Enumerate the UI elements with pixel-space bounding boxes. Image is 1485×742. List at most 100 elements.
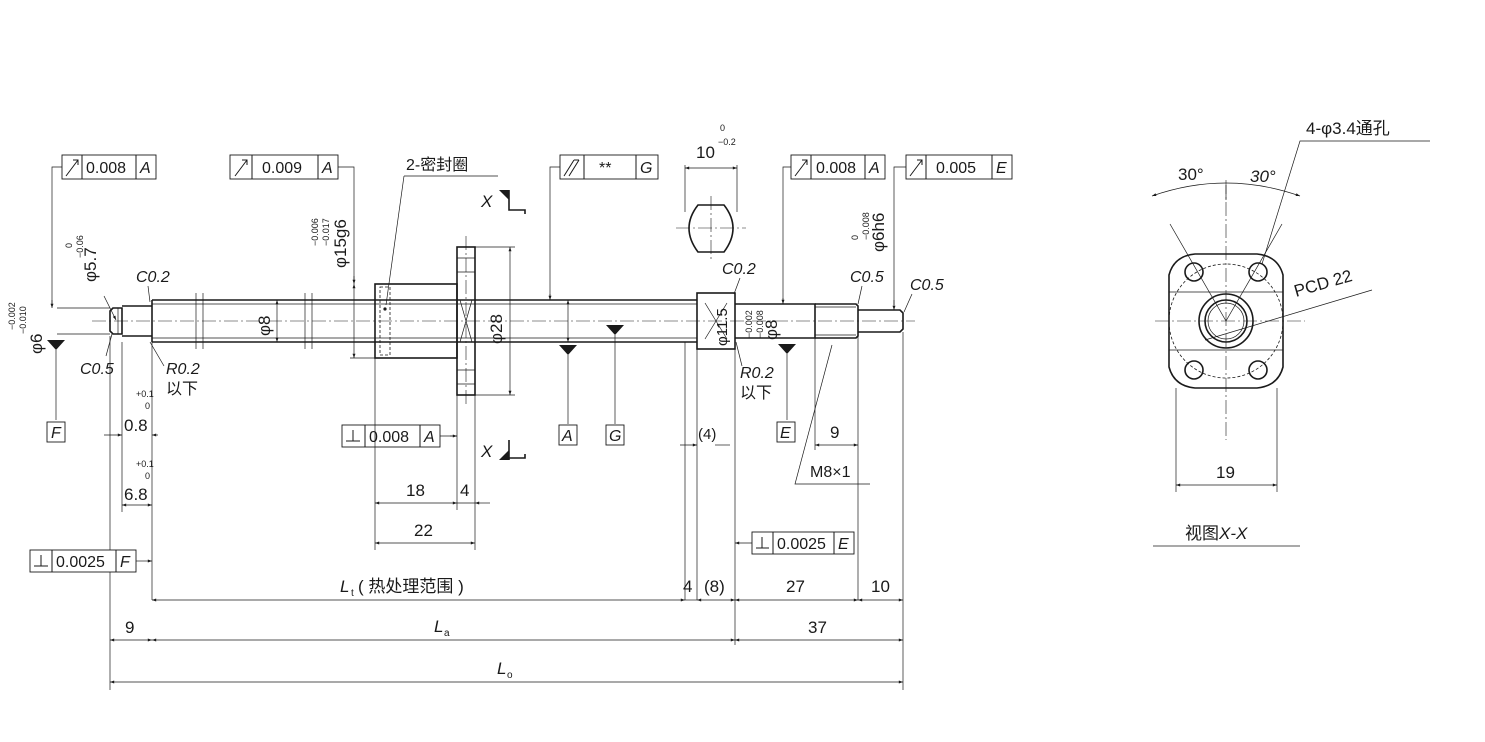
end-journal: [858, 309, 904, 333]
mounting-hole: [1248, 262, 1268, 282]
section-title: 视图X-X: [1185, 524, 1248, 543]
svg-text:φ6h6: φ6h6: [869, 213, 888, 252]
svg-text:−0.002: −0.002: [744, 310, 754, 338]
right-shoulder: [696, 292, 736, 350]
dim-phi57: φ5.7 0 −0.06: [64, 235, 117, 321]
dim-phi6: φ6 −0.002 −0.010 F: [7, 302, 110, 443]
section-view-xx: 30° 30° 4-φ3.4通孔 PCD 22 19 视图X-X: [1151, 119, 1430, 547]
perpendicularity-icon: [756, 537, 769, 549]
svg-text:A: A: [321, 160, 333, 177]
tolerance-frame-parallelism: ** G: [548, 154, 659, 300]
dim-phi6h6: φ6h6 0 −0.008: [850, 212, 888, 252]
mounting-hole: [1184, 262, 1204, 282]
svg-text:E: E: [780, 425, 791, 442]
angle-right: 30°: [1250, 167, 1276, 186]
svg-text:−0.017: −0.017: [321, 218, 331, 246]
seal-callout: 2-密封圈: [385, 156, 498, 306]
right-journal: [735, 303, 816, 339]
tolerance-frame-end-runout: 0.005 E: [892, 154, 1013, 310]
right-chamfer-c05b: C0.5: [910, 277, 944, 294]
svg-text:4: 4: [683, 577, 692, 596]
svg-text:27: 27: [786, 577, 805, 596]
svg-text:37: 37: [808, 618, 827, 637]
width-19: 19: [1216, 463, 1235, 482]
svg-text:0.0025: 0.0025: [777, 536, 826, 553]
svg-text:G: G: [609, 428, 621, 445]
dim-paren-4: (4): [680, 342, 730, 600]
runout-icon: [65, 159, 79, 177]
svg-text:φ8: φ8: [762, 320, 781, 340]
dim-la-row: 9 L a 37: [110, 617, 903, 642]
dim-groove-08: 0.8 +0.1 0: [104, 336, 158, 690]
svg-text:−0.008: −0.008: [861, 212, 871, 240]
svg-text:M8×1: M8×1: [810, 464, 851, 481]
left-fillet-below: 以下: [166, 381, 198, 398]
section-mark-bottom: X: [480, 440, 526, 461]
svg-text:22: 22: [414, 521, 433, 540]
svg-text:E: E: [996, 160, 1007, 177]
runout-icon: [234, 159, 248, 177]
svg-text:( 热处理范围 ): ( 热处理范围 ): [358, 577, 464, 596]
dim-phi28: φ28: [475, 246, 515, 396]
svg-text:E: E: [838, 536, 849, 553]
left-journal: [109, 307, 123, 335]
dim-thread-9: 9: [814, 336, 859, 600]
datum-a: A: [558, 300, 578, 446]
svg-text:0: 0: [64, 243, 74, 248]
tolerance-frame-right-runout: 0.008 A: [781, 154, 886, 304]
svg-text:+0.1: +0.1: [136, 389, 154, 399]
tolerance-frame-left-runout: 0.008 A: [50, 154, 157, 308]
tolerance-frame-perpendicularity-nut: 0.008 A: [341, 424, 457, 448]
svg-text:a: a: [444, 628, 450, 639]
svg-text:t: t: [351, 588, 354, 599]
svg-text:9: 9: [830, 423, 839, 442]
svg-text:0: 0: [850, 235, 860, 240]
pcd-circle: [1168, 263, 1284, 379]
datum-triangle-f: [47, 340, 65, 350]
left-fillet-r: R0.2: [166, 361, 200, 378]
svg-text:18: 18: [406, 481, 425, 500]
svg-text:(4): (4): [698, 426, 716, 443]
right-chamfer-c05a: C0.5: [850, 269, 884, 286]
svg-text:L: L: [340, 577, 349, 596]
svg-text:−0.008: −0.008: [755, 310, 765, 338]
right-fillet-below: 以下: [740, 385, 772, 402]
svg-text:0.009: 0.009: [262, 160, 302, 177]
dim-groove-68: 6.8 +0.1 0: [122, 459, 154, 507]
perpendicularity-icon: [34, 555, 48, 567]
dim-lt-row: L t ( 热处理范围 ) 4 (8) 27 10: [152, 332, 904, 690]
svg-text:**: **: [599, 160, 611, 177]
svg-text:F: F: [51, 425, 62, 442]
flange-outline: [1168, 253, 1284, 389]
svg-text:A: A: [868, 160, 880, 177]
tolerance-frame-perpendicularity-right: 0.0025 E: [735, 531, 855, 555]
width-flat-tol-upper: 0: [720, 123, 725, 133]
svg-text:X: X: [480, 442, 493, 461]
svg-text:+0.1: +0.1: [136, 459, 154, 469]
svg-text:−0.006: −0.006: [310, 218, 320, 246]
svg-text:φ5.7: φ5.7: [81, 247, 100, 282]
width-flat-value: 10: [696, 143, 715, 162]
right-chamfer-c02: C0.2: [722, 261, 756, 278]
datum-triangle-e: [778, 344, 796, 354]
svg-text:(8): (8): [704, 577, 725, 596]
svg-text:0: 0: [145, 401, 150, 411]
datum-g: G: [605, 325, 625, 446]
pcd-label: PCD 22: [1292, 266, 1354, 301]
svg-text:X: X: [480, 192, 493, 211]
thread-m8: [815, 303, 859, 339]
mounting-hole: [1248, 360, 1268, 380]
left-bearing-seat: [122, 305, 152, 337]
svg-text:A: A: [139, 160, 151, 177]
nut-outer: [1198, 293, 1254, 349]
svg-text:0.008: 0.008: [86, 160, 126, 177]
svg-text:L: L: [434, 617, 443, 636]
left-chamfer-c05: C0.5: [80, 361, 114, 378]
svg-text:0.008: 0.008: [816, 160, 856, 177]
dim-phi8-shaft: φ8: [255, 300, 279, 342]
svg-text:0: 0: [145, 471, 150, 481]
left-chamfer-c02: C0.2: [136, 269, 170, 286]
svg-text:−0.002: −0.002: [7, 302, 17, 330]
holes-callout: 4-φ3.4通孔: [1306, 119, 1390, 138]
